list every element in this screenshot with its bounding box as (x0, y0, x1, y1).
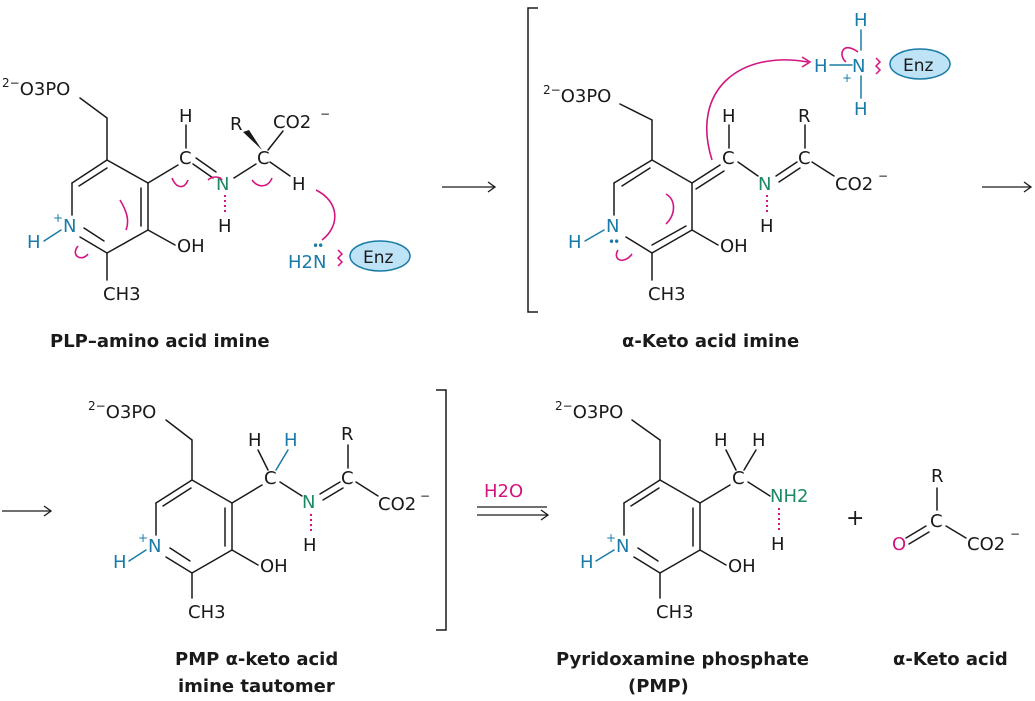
svg-text:CO2: CO2 (967, 534, 1005, 555)
svg-text:OH: OH (260, 556, 288, 577)
phosphate-label: 2−O3PO (88, 399, 156, 423)
svg-text:N: N (852, 56, 865, 77)
svg-text:N: N (216, 174, 229, 195)
svg-text:CO2: CO2 (273, 112, 311, 133)
caption-pmp-1: Pyridoxamine phosphate (556, 649, 809, 670)
svg-text:H: H (248, 430, 262, 451)
svg-text:N: N (606, 216, 619, 237)
svg-text:••: •• (312, 239, 323, 253)
svg-text:+: + (138, 531, 148, 545)
svg-text:C: C (341, 468, 354, 489)
svg-text:R: R (798, 106, 811, 127)
svg-text:H: H (179, 106, 193, 127)
svg-text:O: O (892, 534, 906, 555)
caption-tautomer-1: PMP α-keto acid (175, 649, 338, 670)
pmp-keto-imine-tautomer: 2−O3PO + N H CH3 OH C H H N H C R (88, 399, 430, 623)
caption-keto-imine: α-Keto acid imine (622, 331, 799, 352)
svg-text:−: − (420, 489, 430, 503)
svg-text:H: H (760, 216, 774, 237)
svg-text:C: C (179, 148, 192, 169)
svg-text:Enz: Enz (363, 248, 394, 268)
svg-text:H: H (27, 232, 41, 253)
svg-text:CH3: CH3 (188, 602, 226, 623)
svg-text:H: H (303, 535, 317, 556)
plp-amino-acid-imine: 2−O3PO + N H CH3 OH C H N H C (2, 76, 411, 305)
svg-text:N: N (616, 536, 629, 557)
svg-text:H: H (292, 174, 306, 195)
svg-text:H: H (722, 106, 736, 127)
caption-pmp-2: (PMP) (628, 676, 689, 697)
phosphate-label: 2−O3PO (555, 399, 623, 423)
svg-text:H: H (113, 552, 127, 573)
svg-text:H: H (568, 232, 582, 253)
svg-text:CH3: CH3 (103, 284, 141, 305)
phosphate-label: 2−O3PO (543, 83, 611, 107)
svg-text:CO2: CO2 (835, 174, 873, 195)
svg-text:H: H (714, 430, 728, 451)
svg-text:••: •• (608, 235, 619, 249)
svg-text:R: R (230, 114, 243, 135)
svg-text:H: H (284, 430, 298, 451)
caption-tautomer-2: imine tautomer (178, 676, 335, 697)
svg-text:H: H (854, 99, 868, 120)
svg-text:C: C (732, 468, 745, 489)
keto-acid-imine: 2−O3PO N •• H CH3 OH C H N H C R CO2 − (543, 10, 951, 305)
svg-text:Enz: Enz (903, 56, 934, 76)
svg-text:H: H (771, 534, 785, 555)
phosphate-label: 2−O3PO (2, 76, 70, 100)
svg-text:R: R (931, 466, 944, 487)
svg-text:H: H (752, 430, 766, 451)
caption-keto-acid: α-Keto acid (893, 649, 1008, 670)
svg-text:C: C (722, 148, 735, 169)
svg-text:OH: OH (728, 556, 756, 577)
svg-text:H: H (580, 552, 594, 573)
svg-text:C: C (798, 148, 811, 169)
svg-text:H: H (814, 56, 828, 77)
svg-text:N: N (302, 492, 315, 513)
svg-text:H2N: H2N (288, 252, 326, 273)
svg-text:−: − (1010, 527, 1020, 541)
svg-text:+: + (846, 506, 864, 531)
svg-text:CH3: CH3 (656, 602, 694, 623)
caption-plp-imine: PLP–amino acid imine (50, 331, 270, 352)
svg-text:N: N (758, 174, 771, 195)
svg-text:H: H (218, 216, 232, 237)
svg-text:C: C (264, 468, 277, 489)
svg-text:+: + (606, 531, 616, 545)
alpha-keto-acid: R C O CO2 − (892, 466, 1020, 555)
svg-text:OH: OH (177, 236, 205, 257)
svg-text:−: − (878, 169, 888, 183)
svg-text:CO2: CO2 (378, 494, 416, 515)
svg-text:OH: OH (720, 236, 748, 257)
pyridoxamine-phosphate: 2−O3PO + N H CH3 OH C H H NH2 H (555, 399, 808, 623)
svg-text:C: C (257, 148, 270, 169)
svg-text:+: + (842, 71, 852, 85)
svg-text:N: N (148, 536, 161, 557)
svg-text:NH2: NH2 (770, 486, 808, 507)
svg-text:−: − (320, 107, 330, 121)
svg-text:C: C (930, 511, 943, 532)
svg-text:R: R (341, 424, 354, 445)
svg-text:N: N (63, 216, 76, 237)
svg-text:CH3: CH3 (648, 284, 686, 305)
svg-text:+: + (53, 211, 63, 225)
svg-text:H: H (854, 10, 868, 31)
svg-text:H2O: H2O (484, 481, 523, 502)
